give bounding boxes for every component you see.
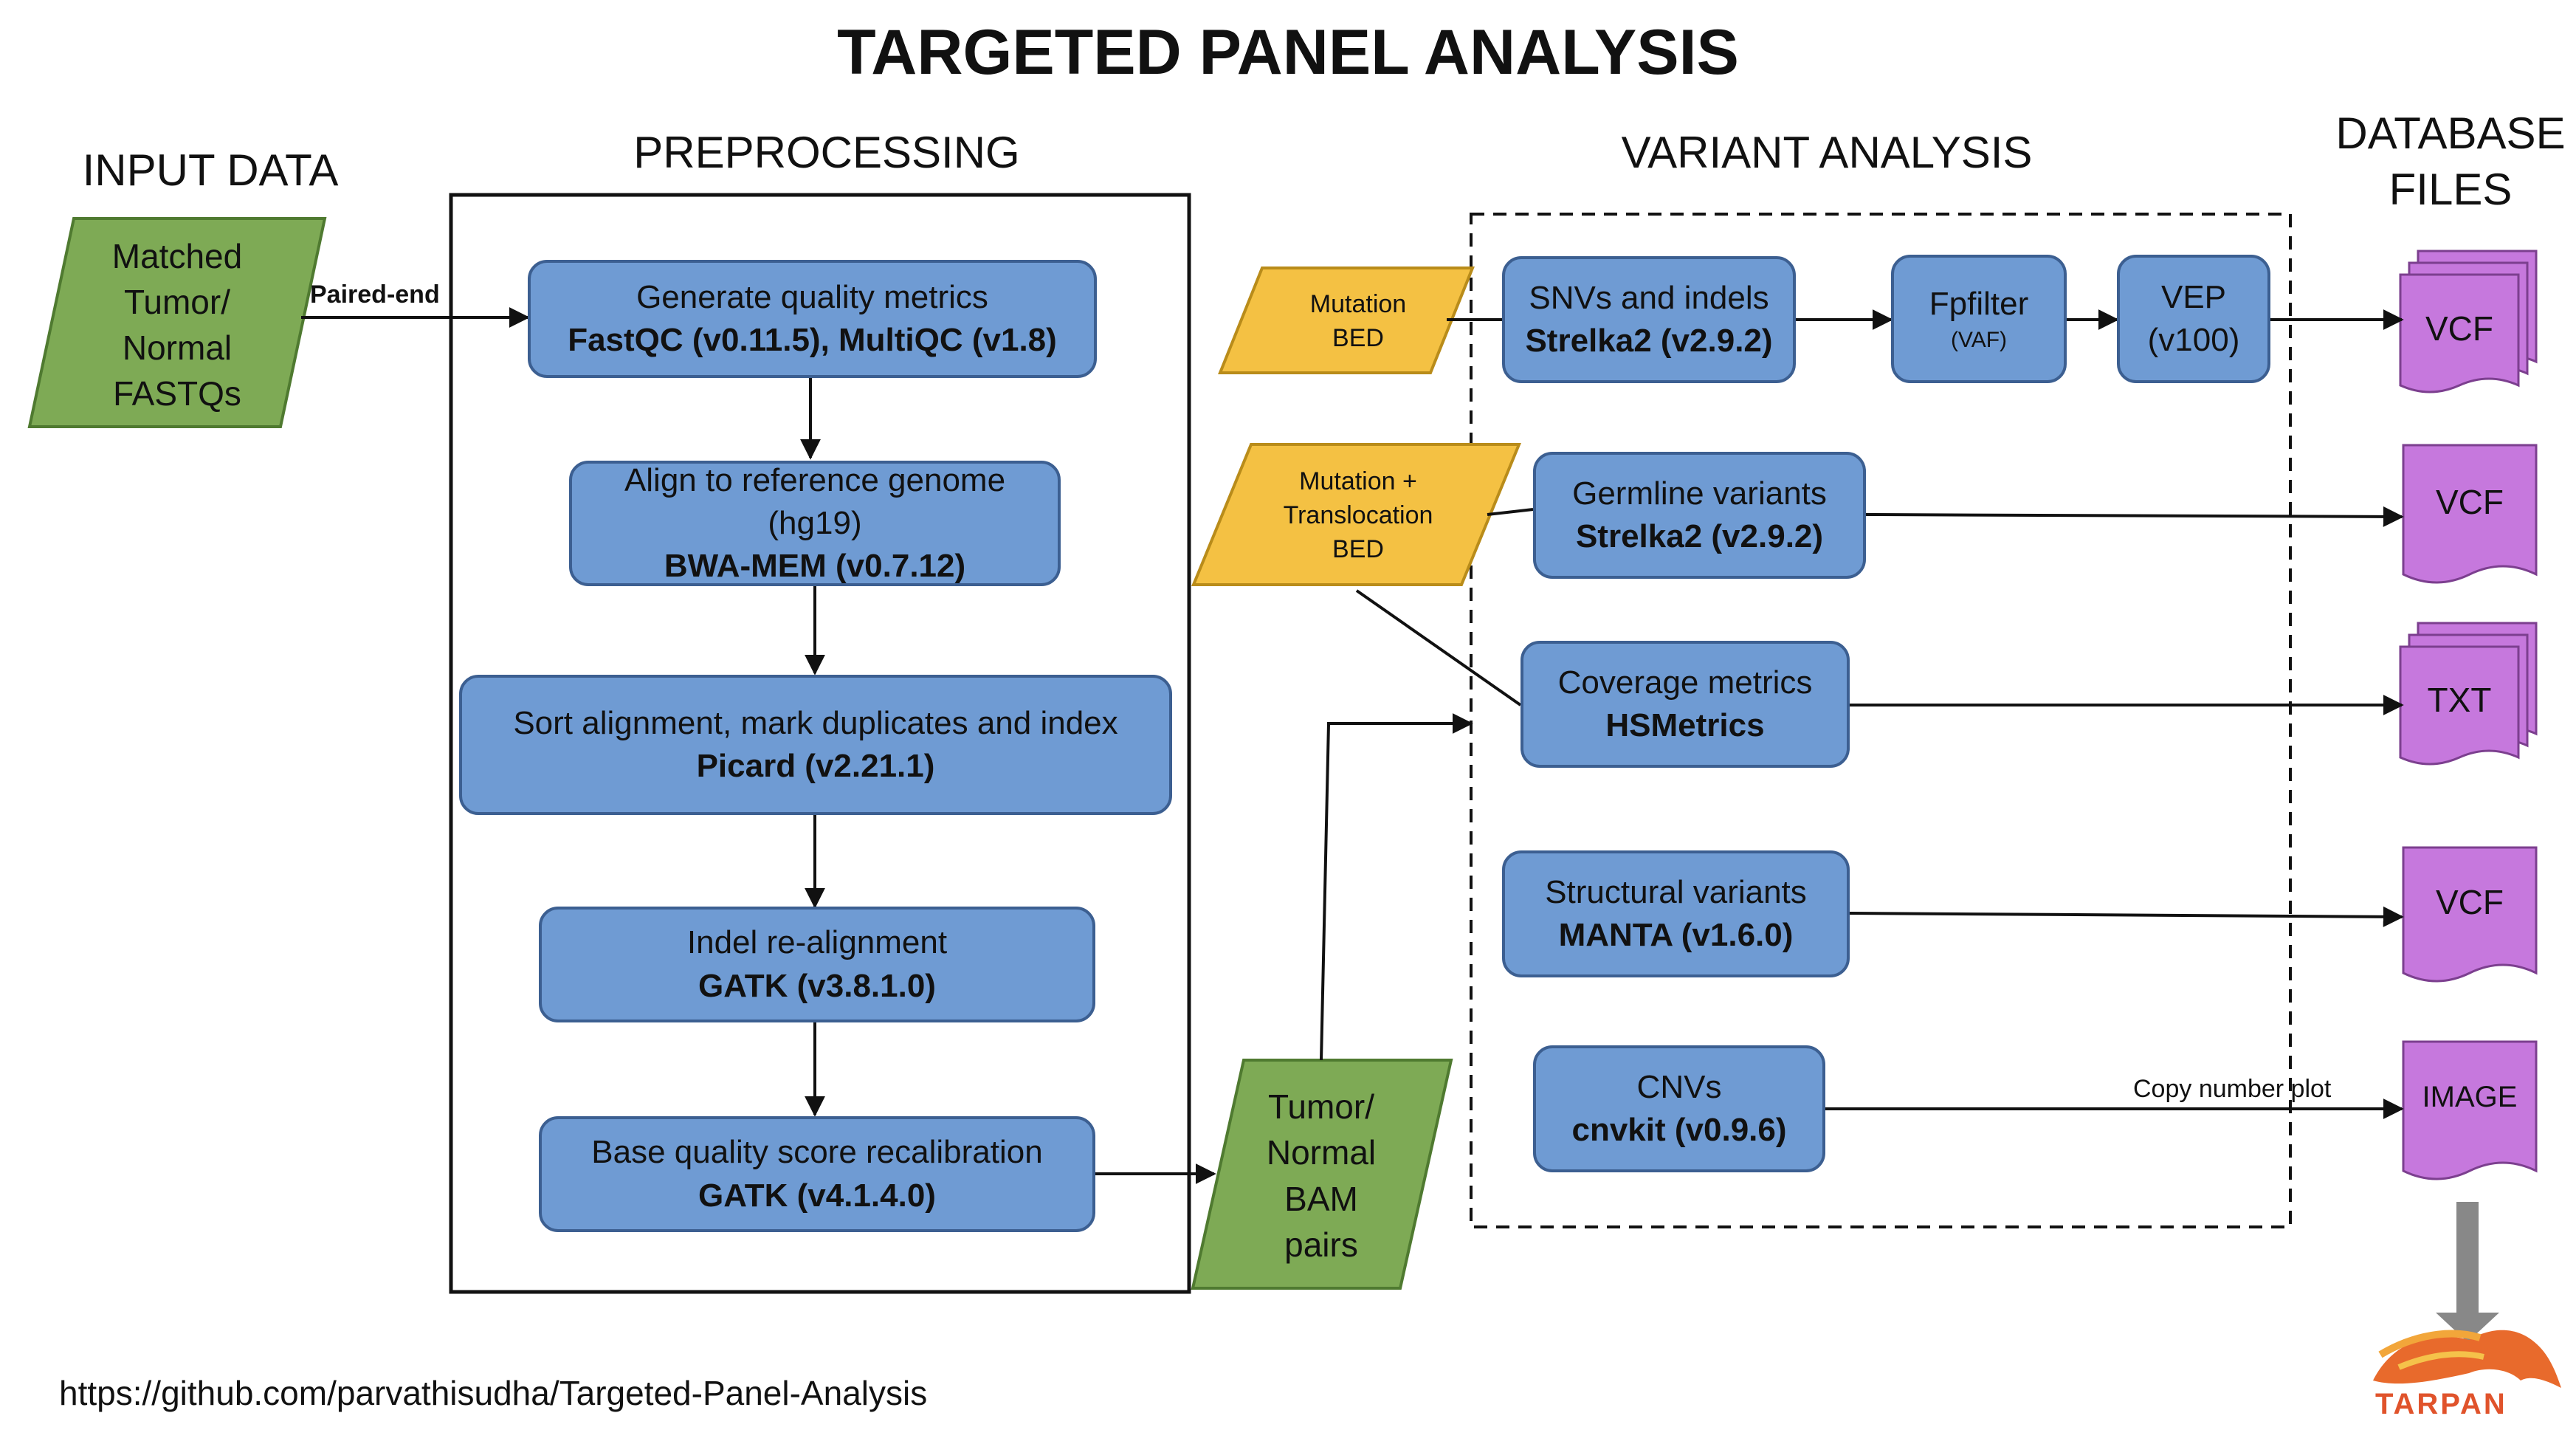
output-vcf-2	[2402, 444, 2538, 584]
output-label: TXT	[2427, 681, 2492, 719]
translocation-bed-shape	[1191, 443, 1521, 586]
step-germline: Germline variants Strelka2 (v2.9.2)	[1533, 452, 1866, 579]
step-text: Base quality score recalibration	[591, 1134, 1043, 1171]
step-text: (VAF)	[1950, 328, 2008, 353]
step-text: CNVs	[1636, 1068, 1722, 1105]
step-indel-realign: Indel re-alignment GATK (v3.8.1.0)	[539, 907, 1095, 1022]
section-variant-analysis: VARIANT ANALYSIS	[1621, 128, 2033, 177]
step-align: Align to reference genome (hg19) BWA-MEM…	[569, 461, 1061, 586]
step-text: Sort alignment, mark duplicates and inde…	[513, 704, 1118, 741]
section-input-data: INPUT DATA	[82, 145, 339, 195]
step-text: Align to reference genome	[624, 461, 1006, 498]
bed-line: BED	[1332, 534, 1384, 563]
output-txt-stack	[2399, 622, 2538, 766]
output-label: VCF	[2436, 883, 2504, 921]
input-line: Normal	[122, 329, 233, 367]
tarpan-horse-logo	[2373, 1330, 2561, 1388]
section-database-line2: FILES	[2389, 165, 2513, 214]
bam-line: Tumor/	[1268, 1087, 1374, 1127]
paired-end-label: Paired-end	[310, 281, 440, 309]
output-vcf-stack-1	[2399, 250, 2538, 393]
step-text: Fpfilter	[1929, 286, 2029, 323]
output-vcf-3	[2402, 846, 2538, 983]
mutation-bed-shape	[1218, 267, 1475, 374]
bam-line: pairs	[1284, 1225, 1358, 1264]
input-line: FASTQs	[113, 374, 241, 413]
step-tool: BWA-MEM (v0.7.12)	[664, 548, 966, 585]
input-line: Tumor/	[124, 282, 230, 321]
edge-bam-to-variants	[1320, 713, 1473, 1061]
bed-line: BED	[1332, 323, 1384, 352]
input-fastq-label: Matched Tumor/ Normal FASTQs	[66, 229, 288, 421]
bam-line: BAM	[1284, 1179, 1358, 1218]
output-label: VCF	[2436, 483, 2504, 521]
edge-structural-to-vcf	[1849, 906, 2404, 927]
preprocessing-frame	[449, 193, 1191, 1294]
input-fastq-shape	[27, 217, 327, 428]
step-text: (hg19)	[768, 504, 862, 541]
translocation-bed-label: Mutation + Translocation BED	[1240, 465, 1476, 567]
mutation-bed-label: Mutation BED	[1255, 288, 1461, 356]
output-label: VCF	[2425, 309, 2493, 348]
step-coverage: Coverage metrics HSMetrics	[1521, 641, 1850, 768]
step-text: Generate quality metrics	[636, 278, 988, 315]
step-tool: Strelka2 (v2.9.2)	[1575, 518, 1824, 554]
step-structural: Structural variants MANTA (v1.6.0)	[1502, 850, 1850, 977]
step-tool: FastQC (v0.11.5), MultiQC (v1.8)	[568, 322, 1057, 358]
step-tool: GATK (v3.8.1.0)	[698, 967, 936, 1004]
section-preprocessing: PREPROCESSING	[633, 128, 1020, 177]
bed-line: Mutation +	[1299, 467, 1417, 495]
output-label: IMAGE	[2422, 1080, 2518, 1113]
step-bqsr: Base quality score recalibration GATK (v…	[539, 1116, 1095, 1232]
step-tool: Strelka2 (v2.9.2)	[1525, 323, 1773, 359]
step-text: Structural variants	[1545, 873, 1807, 910]
bam-pairs-label: Tumor/ Normal BAM pairs	[1225, 1070, 1417, 1281]
bam-line: Normal	[1266, 1133, 1377, 1172]
input-line: Matched	[111, 236, 243, 275]
page-title: TARGETED PANEL ANALYSIS	[837, 17, 1739, 88]
step-text: VEP	[2160, 278, 2227, 315]
step-tool: HSMetrics	[1605, 707, 1765, 743]
output-image	[2402, 1040, 2538, 1180]
bed-line: Mutation	[1309, 290, 1407, 318]
step-cnvs: CNVs cnvkit (v0.9.6)	[1533, 1045, 1825, 1172]
edge-tbed-to-coverage	[1355, 589, 1522, 706]
bed-line: Translocation	[1283, 501, 1433, 529]
repository-url[interactable]: https://github.com/parvathisudha/Targete…	[59, 1374, 928, 1412]
copy-number-plot-label: Copy number plot	[2133, 1075, 2332, 1103]
step-text: Indel re-alignment	[686, 924, 948, 961]
step-sort-markdup: Sort alignment, mark duplicates and inde…	[459, 675, 1172, 815]
step-fpfilter: Fpfilter (VAF)	[1891, 255, 2067, 383]
edge-tbed-to-germline	[1487, 508, 1534, 516]
tarpan-logo-text: TARPAN	[2375, 1388, 2507, 1420]
step-tool: GATK (v4.1.4.0)	[698, 1177, 936, 1214]
step-text: (v100)	[2147, 322, 2240, 358]
step-tool: Picard (v2.21.1)	[696, 748, 935, 784]
step-text: Coverage metrics	[1557, 664, 1813, 701]
step-tool: MANTA (v1.6.0)	[1558, 917, 1794, 953]
step-text: Germline variants	[1572, 475, 1827, 512]
bam-pairs-shape	[1191, 1059, 1453, 1290]
step-text: SNVs and indels	[1529, 279, 1769, 316]
step-tool: cnvkit (v0.9.6)	[1571, 1112, 1787, 1148]
step-snv-indels: SNVs and indels Strelka2 (v2.9.2)	[1502, 256, 1796, 383]
step-vep: VEP (v100)	[2117, 255, 2270, 383]
section-database-line1: DATABASE	[2335, 109, 2566, 158]
down-arrow-icon	[2436, 1202, 2499, 1342]
step-quality-metrics: Generate quality metrics FastQC (v0.11.5…	[528, 260, 1097, 378]
edge-germline-to-vcf	[1865, 506, 2404, 527]
